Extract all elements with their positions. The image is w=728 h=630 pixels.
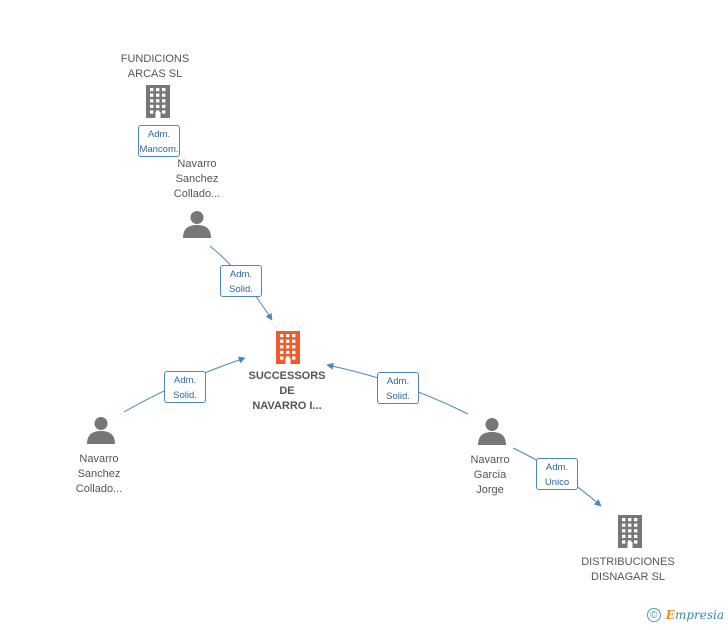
brand-logo-rest: mpresia — [674, 608, 724, 622]
node-label[interactable]: DISTRIBUCIONES DISNAGAR SL — [581, 556, 675, 583]
node-label[interactable]: Navarro Sanchez Collado... — [173, 158, 221, 200]
edge-role-badge[interactable]: Adm. Solid. — [377, 372, 419, 404]
building-icon[interactable] — [143, 84, 173, 123]
person-icon[interactable] — [86, 415, 116, 450]
node-label[interactable]: Navarro Sanchez Collado... — [75, 453, 123, 495]
person-icon[interactable] — [477, 416, 507, 451]
building-icon[interactable] — [615, 514, 645, 553]
edge-role-badge[interactable]: Adm. Mancom. — [138, 125, 180, 157]
building-icon[interactable] — [273, 330, 303, 369]
brand-logo-initial: E — [665, 608, 675, 622]
copyright-icon: © — [646, 608, 661, 622]
node-label[interactable]: FUNDICIONS ARCAS SL — [120, 53, 190, 80]
node-label[interactable]: Navarro Garcia Jorge — [470, 454, 510, 496]
edge-role-badge[interactable]: Adm. Solid. — [164, 371, 206, 403]
brand-logo[interactable]: Empresia — [666, 608, 724, 622]
footer-brand[interactable]: © Empresia — [646, 608, 724, 622]
edge-role-badge[interactable]: Adm. Solid. — [220, 265, 262, 297]
person-icon[interactable] — [182, 209, 212, 244]
center-node-label[interactable]: SUCCESSORS DE NAVARRO I... — [248, 370, 326, 412]
edge-role-badge[interactable]: Adm. Unico — [536, 458, 578, 490]
